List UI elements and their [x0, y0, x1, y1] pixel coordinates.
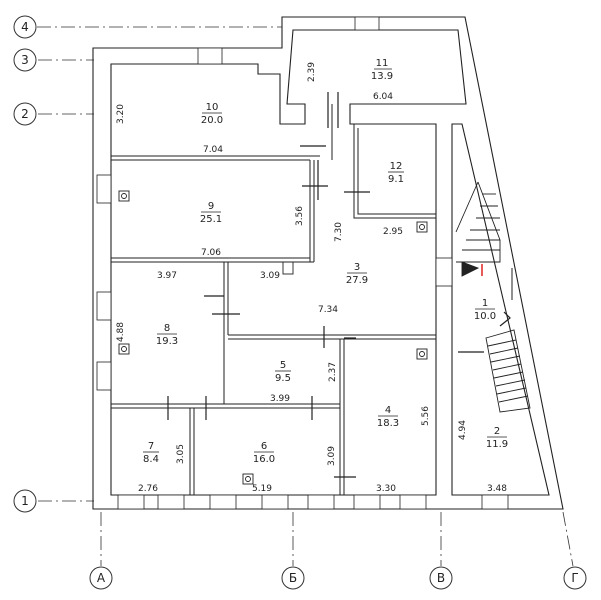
windows [96, 16, 509, 510]
dim-label: 3.05 [176, 444, 186, 464]
room-9: 9 25.1 [200, 201, 222, 225]
room-area: 19.3 [156, 336, 178, 347]
room-number: 12 [390, 161, 403, 172]
axis-label: В [437, 571, 445, 585]
room-3: 3 27.9 [346, 262, 368, 286]
room-6: 6 16.0 [253, 441, 275, 465]
dim-label: 3.48 [487, 484, 507, 494]
room-area: 18.3 [377, 418, 399, 429]
dim-label: 5.56 [421, 406, 431, 426]
dim-label: 7.04 [203, 145, 223, 155]
axis-label: Г [571, 571, 578, 585]
interior-walls [111, 104, 436, 495]
room-11: 11 13.9 [371, 58, 393, 82]
dim-label: 5.19 [252, 484, 272, 494]
dim-label: 4.94 [458, 420, 468, 440]
axis-bubble-3: 3 [13, 48, 37, 72]
room-number: 5 [280, 360, 286, 371]
room-number: 9 [208, 201, 214, 212]
room-4: 4 18.3 [377, 405, 399, 429]
dim-label: 7.34 [318, 305, 338, 315]
room-8: 8 19.3 [156, 323, 178, 347]
room-area: 11.9 [486, 439, 508, 450]
room-area: 25.1 [200, 214, 222, 225]
dim-label: 4.88 [116, 322, 126, 342]
axis-label: 1 [21, 494, 29, 508]
room-5: 5 9.5 [275, 360, 291, 384]
room-7: 7 8.4 [143, 441, 159, 465]
axis-lines [37, 26, 574, 567]
axis-label: 4 [21, 20, 29, 34]
room-area: 27.9 [346, 275, 368, 286]
outer-walls [92, 16, 564, 510]
dim-label: 7.30 [334, 222, 344, 242]
axis-label: А [97, 571, 106, 585]
dim-label: 3.09 [327, 446, 337, 466]
dimensions: 2.39 6.04 3.20 7.04 3.56 7.06 7.30 2.95 … [116, 62, 507, 494]
room-2: 2 11.9 [486, 426, 508, 450]
doors [167, 92, 484, 478]
dim-label: 2.95 [383, 227, 403, 237]
room-1: 1 10.0 [474, 298, 496, 322]
axis-label: 3 [21, 53, 29, 67]
room-number: 7 [148, 441, 154, 452]
dim-label: 7.06 [201, 248, 221, 258]
dim-label: 3.09 [260, 271, 280, 281]
dim-label: 3.56 [295, 206, 305, 226]
axis-label: Б [289, 571, 297, 585]
axis-bubble-a: А [89, 566, 113, 590]
room-number: 11 [376, 58, 389, 69]
room-area: 10.0 [474, 311, 496, 322]
room-10: 10 20.0 [201, 102, 223, 126]
dim-label: 3.97 [157, 271, 177, 281]
room-area: 9.1 [388, 174, 404, 185]
room-number: 8 [164, 323, 170, 334]
room-number: 1 [482, 298, 488, 309]
axis-bubble-4: 4 [13, 15, 37, 39]
room-number: 2 [494, 426, 500, 437]
axis-bubble-v: В [429, 566, 453, 590]
staircase-upper [455, 181, 501, 277]
room-area: 9.5 [275, 373, 291, 384]
dim-label: 3.20 [116, 104, 126, 124]
axis-bubble-2: 2 [13, 102, 37, 126]
room-number: 3 [354, 262, 360, 273]
room-area: 16.0 [253, 454, 275, 465]
dim-label: 2.39 [307, 62, 317, 82]
axis-bubble-1: 1 [13, 489, 37, 513]
room-number: 10 [206, 102, 219, 113]
dim-label: 3.30 [376, 484, 396, 494]
dim-label: 2.37 [328, 362, 338, 382]
axis-bubble-g: Г [563, 566, 587, 590]
room-area: 20.0 [201, 115, 223, 126]
room-number: 4 [385, 405, 391, 416]
room-number: 6 [261, 441, 267, 452]
staircase-lower [485, 311, 531, 413]
dim-label: 2.76 [138, 484, 158, 494]
axis-bubble-b: Б [281, 566, 305, 590]
axis-label: 2 [21, 107, 29, 121]
room-12: 12 9.1 [388, 161, 404, 185]
vent-icons [118, 190, 428, 485]
room-area: 13.9 [371, 71, 393, 82]
room-area: 8.4 [143, 454, 159, 465]
dim-label: 3.99 [270, 394, 290, 404]
dim-label: 6.04 [373, 92, 393, 102]
